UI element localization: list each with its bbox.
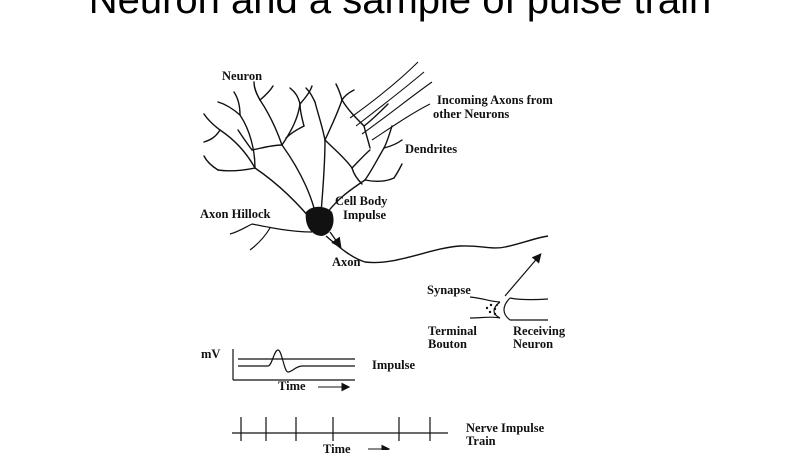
slide-title: Neuron and a sample of pulse train: [88, 0, 712, 22]
synapse-pointer-arrow: [504, 253, 542, 297]
label-receiving-neuron-line2: Neuron: [513, 337, 554, 351]
label-neuron: Neuron: [222, 69, 263, 83]
label-cell-body: Cell Body: [335, 194, 388, 208]
label-dendrites: Dendrites: [405, 142, 458, 156]
label-nerve-impulse-train-line2: Train: [466, 434, 496, 448]
label-axon: Axon: [332, 255, 361, 269]
impulse-arrow: [329, 231, 342, 249]
dendrite-tree: [203, 81, 403, 229]
synapse-detail: [469, 296, 549, 321]
label-axon-hillock: Axon Hillock: [200, 207, 271, 221]
label-nerve-impulse-train: Nerve Impulse: [466, 421, 545, 435]
nerve-impulse-train: [232, 417, 448, 441]
label-time-impulse: Time: [278, 379, 306, 393]
label-impulse-arrow: Impulse: [343, 208, 387, 222]
cell-body: [305, 206, 334, 236]
label-incoming-axons: Incoming Axons from: [437, 93, 553, 107]
label-incoming-axons-line2: other Neurons: [433, 107, 510, 121]
label-synapse: Synapse: [427, 283, 471, 297]
label-mv: mV: [201, 347, 221, 361]
label-terminal-bouton-line2: Bouton: [428, 337, 467, 351]
axon-line: [325, 235, 549, 264]
incoming-axons: [349, 61, 433, 141]
axon-hillock-branches: [229, 223, 313, 251]
label-receiving-neuron: Receiving: [513, 324, 566, 338]
label-terminal-bouton: Terminal: [428, 324, 477, 338]
synaptic-vesicles: [485, 303, 498, 316]
impulse-trace-plot: [232, 349, 355, 381]
label-impulse-trace: Impulse: [372, 358, 416, 372]
